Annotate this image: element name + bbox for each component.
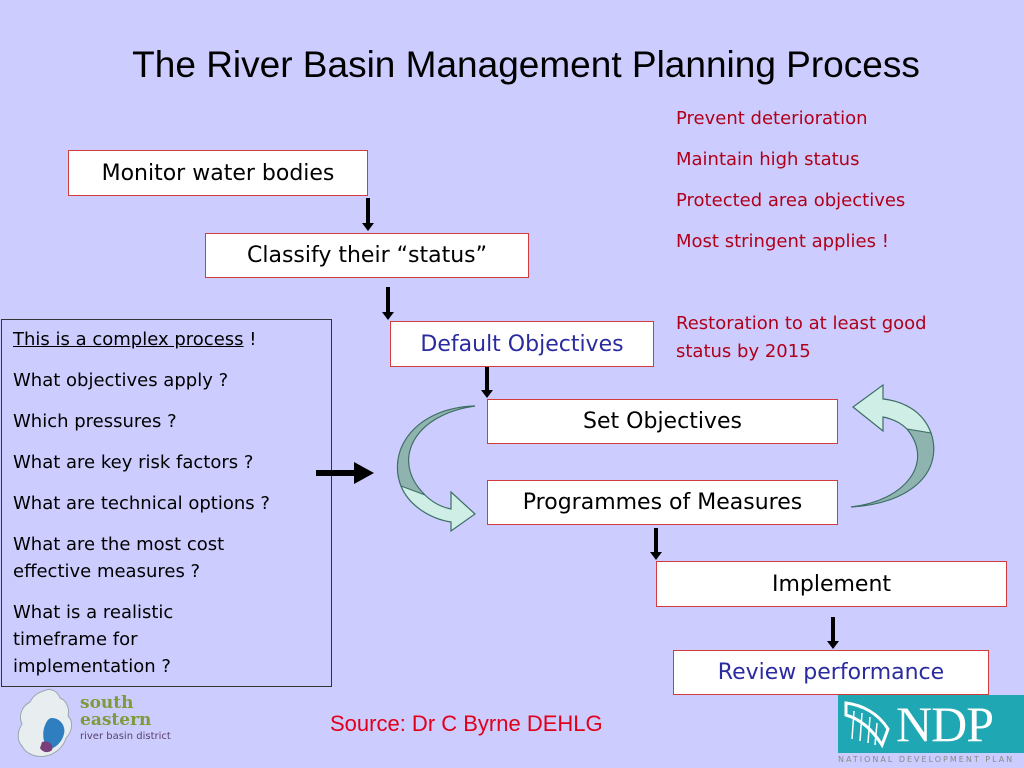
down-arrow-icon [650, 528, 662, 560]
set-objectives-box: Set Objectives [487, 399, 838, 444]
question-item: implementation ? [13, 656, 171, 677]
sern-logo-line1: south [80, 693, 134, 713]
restoration-line: status by 2015 [676, 341, 811, 362]
south-eastern-rbd-logo: south eastern river basin district [12, 688, 182, 760]
cycle-arrow-left-icon [396, 405, 476, 533]
ndp-logo-subtitle: NATIONAL DEVELOPMENT PLAN [838, 755, 1015, 764]
complex-heading-text: This is a complex process [13, 329, 244, 350]
right-arrow-icon [316, 462, 374, 484]
down-arrow-icon [382, 287, 394, 320]
objective-item: Most stringent applies ! [676, 231, 889, 252]
ndp-logo: NDP NATIONAL DEVELOPMENT PLAN [838, 695, 1024, 768]
down-arrow-icon [481, 367, 493, 398]
ireland-map-icon [17, 689, 73, 757]
monitor-water-bodies-box: Monitor water bodies [68, 150, 368, 196]
complex-process-box: This is a complex process ! What objecti… [1, 319, 332, 687]
question-item: timeframe for [13, 629, 138, 650]
question-item: Which pressures ? [13, 411, 177, 432]
page-title: The River Basin Management Planning Proc… [132, 44, 920, 85]
ndp-logo-panel: NDP [838, 695, 1024, 753]
default-objectives-box: Default Objectives [390, 321, 654, 367]
ndp-logo-text: NDP [896, 696, 994, 752]
source-citation: Source: Dr C Byrne DEHLG [330, 711, 603, 736]
sern-logo-line2: eastern [80, 710, 152, 730]
harp-icon [844, 701, 890, 749]
restoration-line: Restoration to at least good [676, 313, 927, 334]
classify-status-box: Classify their “status” [205, 233, 529, 278]
programmes-of-measures-box: Programmes of Measures [487, 480, 838, 525]
objective-item: Maintain high status [676, 149, 860, 170]
objective-item: Prevent deterioration [676, 108, 868, 129]
complex-heading-suffix: ! [243, 329, 257, 350]
sern-logo-line3: river basin district [80, 731, 171, 742]
question-item: effective measures ? [13, 561, 201, 582]
question-item: What are technical options ? [13, 493, 270, 514]
question-item: What are the most cost [13, 534, 225, 555]
objective-item: Protected area objectives [676, 190, 906, 211]
implement-box: Implement [656, 561, 1007, 607]
question-item: What is a realistic [13, 602, 174, 623]
complex-heading: This is a complex process ! [13, 326, 256, 353]
review-performance-box: Review performance [673, 650, 989, 695]
question-item: What are key risk factors ? [13, 452, 254, 473]
down-arrow-icon [827, 617, 839, 649]
cycle-arrow-right-icon [850, 383, 935, 508]
question-item: What objectives apply ? [13, 370, 229, 391]
down-arrow-icon [362, 198, 374, 231]
